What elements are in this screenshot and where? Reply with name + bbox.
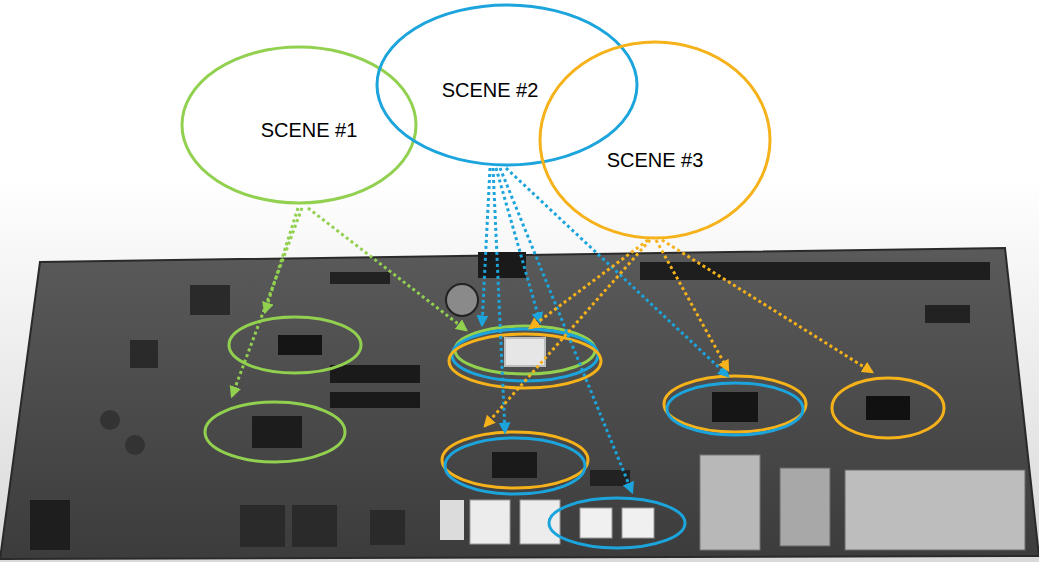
ellipse-outline	[540, 42, 770, 238]
qfp-chip	[252, 416, 302, 448]
connector-strip	[330, 392, 420, 408]
highlight-ellipse	[229, 317, 361, 373]
component	[190, 285, 230, 315]
highlight-ellipse	[445, 438, 585, 494]
usb-port	[520, 500, 560, 544]
scene-label: SCENE #2	[442, 78, 539, 102]
usb-port	[440, 500, 464, 540]
processor-chip	[505, 338, 545, 366]
ethernet-jack-block	[845, 470, 1025, 550]
leader-arrow	[506, 168, 728, 376]
scene-label: SCENE #3	[607, 148, 704, 172]
usb-port	[470, 500, 510, 544]
node-content: SCENE #1	[180, 45, 418, 205]
ellipse-outline	[538, 40, 772, 240]
leader-arrow	[496, 168, 540, 322]
scene-ellipse: SCENE #1	[180, 45, 418, 205]
hdmi-port	[580, 508, 612, 538]
leader-arrow	[530, 240, 648, 328]
leader-arrow	[500, 168, 632, 492]
highlight-ellipse	[442, 432, 588, 488]
coin-battery	[446, 284, 478, 316]
leader-arrows	[232, 168, 872, 492]
highlight-ellipse	[549, 498, 685, 548]
inductor	[100, 410, 120, 430]
leader-arrow	[485, 240, 650, 426]
highlight-ellipse	[832, 378, 944, 438]
sfp-cage	[700, 455, 760, 550]
leader-arrow	[482, 168, 490, 325]
node-content: SCENE #2	[375, 3, 639, 167]
leader-arrow	[232, 208, 302, 396]
ellipse-outline	[182, 47, 416, 203]
highlight-ellipse	[667, 383, 803, 435]
circuit-board	[0, 248, 1039, 559]
leader-arrow	[656, 240, 728, 370]
scene-ellipse: SCENE #3	[538, 40, 772, 240]
qfp-chip	[712, 392, 758, 422]
board-components	[30, 252, 1025, 550]
jumper	[590, 470, 630, 486]
connector	[925, 305, 970, 323]
highlight-ellipse	[452, 329, 598, 381]
leader-arrow	[662, 240, 872, 372]
inductor	[125, 435, 145, 455]
photo-background	[0, 175, 1039, 562]
power-jack	[30, 500, 70, 550]
ellipse-outline	[377, 5, 637, 165]
pin-header	[640, 262, 990, 280]
dip-chip	[278, 335, 322, 355]
card-slot	[866, 396, 910, 420]
scene-label: SCENE #1	[261, 118, 358, 142]
scene-ellipse: SCENE #2	[375, 3, 639, 167]
leader-arrow	[493, 168, 505, 432]
hdmi-port	[622, 508, 654, 538]
node-content: SCENE #3	[538, 40, 772, 240]
connector-strip	[330, 365, 420, 383]
phone-jack	[240, 505, 285, 547]
pin-header	[330, 272, 390, 284]
component	[130, 340, 158, 368]
highlight-ellipse	[205, 402, 345, 462]
audio-jack	[370, 510, 405, 545]
ethernet-jack	[780, 468, 830, 546]
leader-arrow	[308, 208, 466, 330]
phone-jack	[292, 505, 337, 547]
chip	[492, 452, 537, 478]
